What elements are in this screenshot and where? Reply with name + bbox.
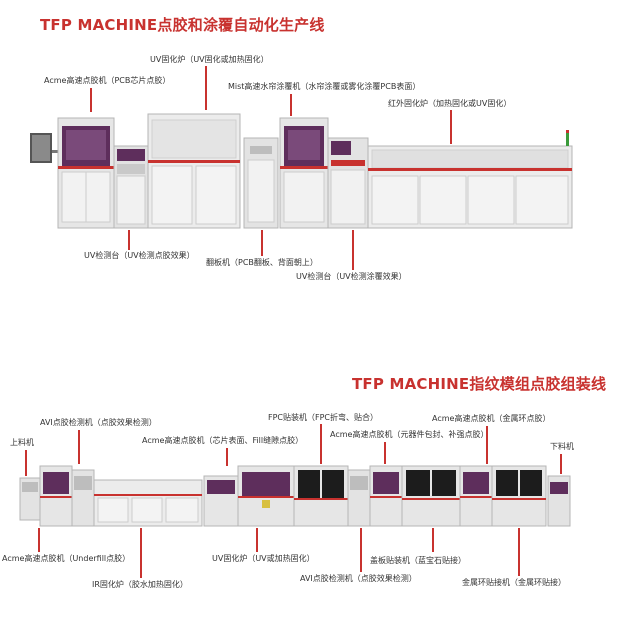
label-ir-oven: 红外固化炉（加热固化或UV固化） [388, 99, 512, 108]
leader-fpc [320, 424, 322, 464]
leader-acme-comp [384, 442, 386, 464]
line1-title: TFP MACHINE点胶和涂覆自动化生产线 [40, 16, 325, 34]
flipper-machine [243, 137, 279, 229]
uv-check-machine-2 [327, 137, 369, 229]
label-unloader: 下料机 [550, 442, 574, 451]
acme-underfill-machine [39, 465, 73, 527]
loader-machine [19, 477, 41, 521]
cover-mount-machine [401, 465, 461, 527]
tower-light-icon [566, 132, 569, 146]
label-acme-ring: Acme高速点胶机（金属环点胶） [432, 414, 551, 423]
uv-oven-machine-2 [203, 475, 239, 527]
label-uv-oven-2: UV固化炉（UV或加热固化） [212, 554, 315, 563]
label-loader: 上料机 [10, 438, 34, 447]
uv-check-machine-1 [113, 145, 149, 229]
ir-oven-machine-2 [93, 479, 203, 527]
leader-avi-bottom [360, 528, 362, 572]
leader-unloader [560, 454, 562, 474]
label-acme-comp: Acme高速点胶机（元器件包封、补强点胶） [330, 430, 489, 439]
label-avi-top: AVI点胶检测机（点胶效果检测） [40, 418, 157, 427]
label-cover: 盖板贴装机（蓝宝石贴接） [370, 556, 466, 565]
leader-uv-oven-2 [256, 528, 258, 552]
leader-flipper [261, 230, 263, 256]
leader-loader [25, 450, 27, 476]
leader-acme-underfill [38, 528, 40, 552]
leader-uv-check1 [128, 230, 130, 250]
leader-uv-oven [205, 66, 207, 110]
leader-ring-mount [518, 528, 520, 576]
label-ring-mount: 金属环贴接机（金属环贴接） [462, 578, 566, 587]
label-uv-check2: UV检测台（UV检测涂覆效果） [296, 272, 407, 281]
leader-uv-check2 [352, 230, 354, 270]
leader-acme-top [90, 88, 92, 112]
label-ir-oven-2: IR固化炉（胶水加热固化） [92, 580, 188, 589]
unloader-machine [547, 475, 571, 527]
leader-ir-oven-2 [140, 528, 142, 578]
avi-machine-2 [347, 469, 371, 527]
fpc-machine [293, 465, 349, 527]
label-mist: Mist高速水帘涂覆机（水帘涂覆或雾化涂覆PCB表面） [228, 82, 421, 91]
leader-mist [290, 94, 292, 116]
acme-ring-machine [459, 465, 493, 527]
ir-oven-machine [367, 145, 573, 229]
acme-chip-machine [237, 465, 295, 527]
leader-ir-oven [450, 110, 452, 144]
leader-avi-top [78, 430, 80, 464]
label-uv-check1: UV检测台（UV检测点胶效果） [84, 251, 195, 260]
label-uv-oven: UV固化炉（UV固化或加热固化） [150, 55, 269, 64]
acme-dispenser-machine [57, 117, 115, 229]
acme-component-machine [369, 465, 403, 527]
label-avi-bottom: AVI点胶检测机（点胶效果检测） [300, 574, 417, 583]
leader-cover [432, 528, 434, 552]
label-acme-underfill: Acme高速点胶机（Underfill点胶） [2, 554, 131, 563]
label-acme-chip: Acme高速点胶机（芯片表面、Fill缝隙点胶） [142, 436, 304, 445]
label-acme-top: Acme高速点胶机（PCB芯片点胶） [44, 76, 171, 85]
ring-mount-machine [491, 465, 547, 527]
mist-coater-machine [279, 117, 329, 229]
line2-title: TFP MACHINE指纹模组点胶组装线 [352, 375, 607, 393]
label-flipper: 翻板机（PCB翻板、背面朝上） [206, 258, 318, 267]
label-fpc: FPC贴装机（FPC折弯、贴合） [268, 413, 379, 422]
monitor-icon [30, 133, 60, 163]
uv-oven-machine [147, 113, 241, 229]
avi-machine-1 [71, 469, 95, 527]
leader-acme-chip [226, 448, 228, 466]
leader-acme-ring [486, 426, 488, 464]
